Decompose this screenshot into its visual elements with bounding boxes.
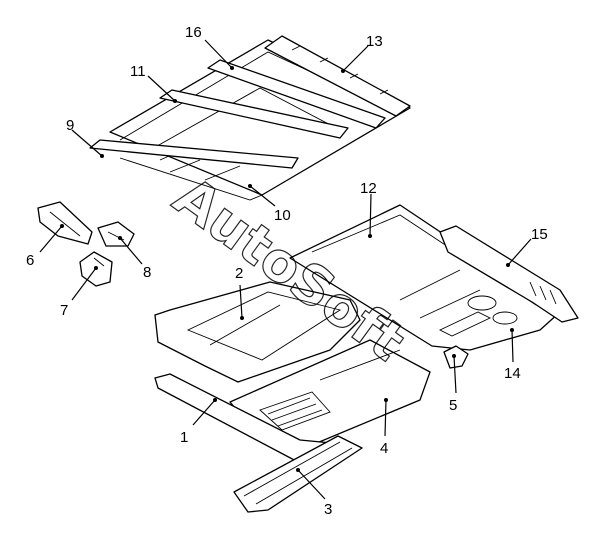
callout-7: 7 (60, 302, 68, 319)
callout-3: 3 (324, 501, 332, 518)
sill-reinforcement (233, 435, 363, 513)
callout-14: 14 (504, 365, 521, 382)
callout-4: 4 (380, 440, 388, 457)
callout-10: 10 (274, 207, 291, 224)
callout-16: 16 (185, 24, 202, 41)
callout-1: 1 (180, 429, 188, 446)
callout-5: 5 (449, 397, 457, 414)
leader-lines (39, 39, 532, 500)
bracket-8 (97, 221, 135, 247)
roof-rail-middle (159, 89, 349, 139)
roof-rail-front (89, 139, 299, 169)
callout-labels: 1 2 3 4 5 6 7 8 9 10 11 12 13 14 15 16 (26, 24, 548, 518)
callout-12: 12 (360, 180, 377, 197)
roof-rail-rear (207, 59, 386, 129)
callout-8: 8 (143, 264, 151, 281)
roof-header-rear (264, 35, 411, 117)
callout-15: 15 (531, 226, 548, 243)
front-floor-panel (154, 281, 361, 383)
callout-2: 2 (235, 265, 243, 282)
rear-crossmember-15 (439, 225, 579, 323)
callout-9: 9 (66, 117, 74, 134)
bracket-6 (37, 201, 93, 245)
callout-11: 11 (130, 63, 146, 80)
bracket-5 (443, 345, 469, 369)
callout-6: 6 (26, 252, 34, 269)
callout-13: 13 (366, 33, 383, 50)
